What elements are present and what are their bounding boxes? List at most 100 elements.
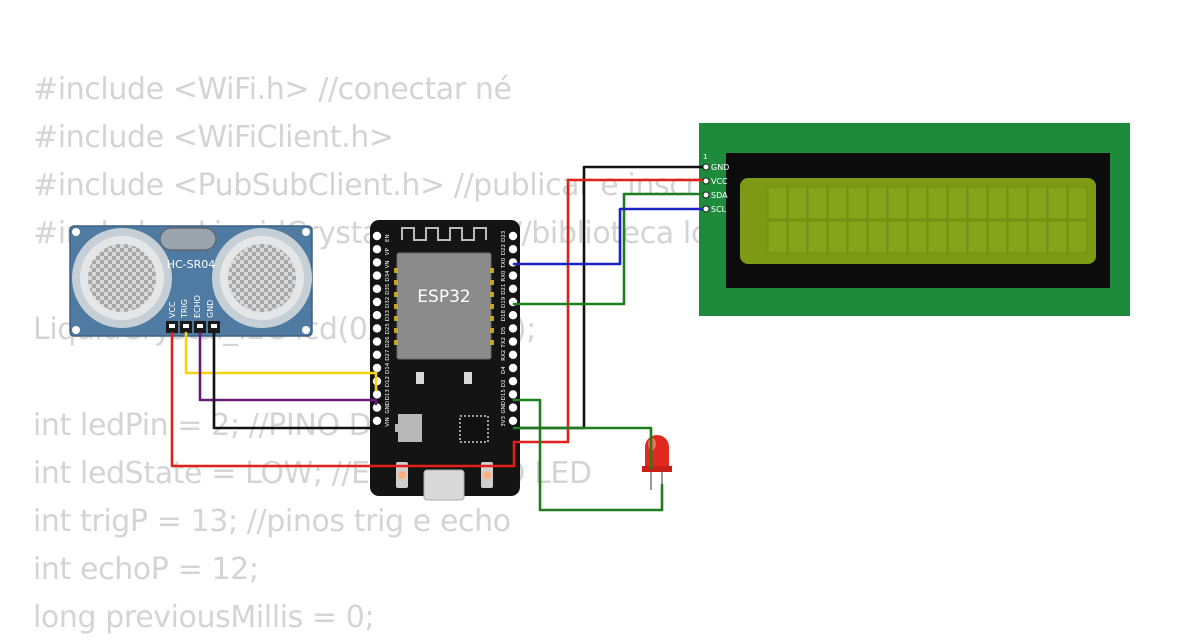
esp-right-pin-label: GND [501, 401, 507, 414]
esp-right-pin[interactable] [508, 337, 518, 346]
esp-right-pin[interactable] [508, 324, 518, 333]
lcd-char-cell [1047, 186, 1068, 220]
lcd-char-cell [787, 186, 808, 220]
wire-trig[interactable] [184, 331, 378, 392]
esp-right-pin[interactable] [508, 390, 518, 399]
module-pad [394, 268, 398, 273]
esp-left-pin[interactable] [372, 258, 382, 267]
esp-left-pin-label: D25 [385, 323, 391, 335]
esp-right-pin[interactable] [508, 350, 518, 359]
esp-right-pin-label: D21 [501, 284, 507, 295]
esp32-board[interactable]: ESP32 ENVPVND34D35D32D33D25D26D27D14D12D… [370, 220, 520, 501]
esp-right-pin-label: TX2 [501, 337, 507, 349]
esp-left-pin[interactable] [372, 245, 382, 254]
lcd-pin-scl[interactable] [702, 205, 710, 213]
lcd-char-cell [1007, 220, 1028, 254]
lcd-char-cell [1047, 220, 1068, 254]
red-led[interactable] [642, 435, 672, 490]
lcd-char-cell [907, 220, 928, 254]
lcd-char-cell [767, 220, 788, 254]
esp-left-pin-label: D14 [385, 362, 391, 374]
esp-left-pin[interactable] [372, 390, 382, 399]
esp-right-pin-label: D22 [501, 244, 507, 255]
esp-right-pin[interactable] [508, 403, 518, 412]
esp-left-pin[interactable] [372, 363, 382, 373]
esp-left-pin-label: VIN [385, 417, 391, 427]
esp-left-pin-label: D13 [385, 389, 391, 401]
esp-right-pin[interactable] [508, 377, 518, 386]
wire-lcd-vcc[interactable] [512, 178, 709, 444]
esp-right-pin[interactable] [508, 271, 518, 280]
module-pad [394, 280, 398, 285]
code-line: int trigP = 13; //pinos trig e echo [33, 504, 511, 539]
lcd-char-cell [927, 220, 948, 254]
esp-left-pin[interactable] [372, 416, 382, 425]
lcd-pin-gnd[interactable] [702, 163, 710, 171]
esp-right-pin-label: D15 [501, 389, 507, 401]
esp-right-pin-label: D19 [501, 296, 507, 308]
esp-right-pin-label: D4 [501, 366, 507, 374]
esp-right-pin[interactable] [508, 416, 518, 425]
lcd-display[interactable]: 1 GND VCC SDA SCL [699, 123, 1130, 316]
module-pad [394, 304, 398, 309]
esp-left-pin[interactable] [372, 231, 382, 241]
esp-left-pin-label: D27 [385, 349, 391, 361]
code-line: #include <PubSubClient.h> //publicar e i… [33, 168, 698, 203]
transducer-right [212, 228, 312, 328]
sensor-model-label: HC-SR04 [167, 258, 216, 271]
lcd-char-cell [807, 186, 828, 220]
esp-right-pin[interactable] [508, 231, 518, 241]
usb-port[interactable] [423, 469, 465, 501]
esp-left-pin-label: D34 [385, 270, 391, 282]
wire-lcd-scl[interactable] [512, 207, 709, 266]
lcd-char-cell [1027, 186, 1048, 220]
ultrasonic-sensor[interactable]: HC-SR04 VCC TRIG ECHO GND [69, 225, 313, 337]
usb-uart-chip [459, 415, 489, 443]
wire-led-cathode[interactable] [512, 426, 653, 470]
esp-right-pin[interactable] [508, 311, 518, 320]
lcd-char-cell [847, 220, 868, 254]
wire-led-anode[interactable] [512, 398, 664, 512]
wire-sensor-gnd[interactable] [212, 331, 378, 430]
lcd-char-cell [867, 186, 888, 220]
wire-lcd-sda[interactable] [512, 192, 709, 306]
lcd-char-cell [987, 186, 1008, 220]
lcd-char-cell [767, 186, 788, 220]
esp-right-pin[interactable] [508, 363, 518, 373]
esp-right-pin-label: D5 [501, 326, 507, 334]
lcd-char-cell [1027, 220, 1048, 254]
lcd-pin-sda[interactable] [702, 191, 710, 199]
lcd-char-cell [1067, 220, 1088, 254]
lcd-char-cell [787, 220, 808, 254]
esp-right-pin[interactable] [508, 284, 518, 293]
lcd-char-cell [947, 186, 968, 220]
sensor-pin-label: TRIG [180, 299, 189, 319]
esp-left-pin-label: VP [385, 247, 391, 255]
lcd-char-cell [887, 186, 908, 220]
module-pad [394, 292, 398, 297]
lcd-char-cell [827, 186, 848, 220]
wire-echo[interactable] [198, 331, 378, 406]
esp-left-pin[interactable] [372, 350, 382, 359]
module-pad [394, 340, 398, 345]
lcd-pin-label-gnd: GND [711, 163, 729, 172]
module-pad [490, 304, 494, 309]
esp-right-pin[interactable] [508, 245, 518, 254]
esp-left-pin[interactable] [372, 324, 382, 333]
esp-left-pin[interactable] [372, 284, 382, 293]
esp-left-pin[interactable] [372, 311, 382, 320]
lcd-pin-vcc[interactable] [702, 177, 710, 185]
esp-left-pin-label: D32 [385, 297, 391, 308]
esp-left-pin-label: D12 [385, 376, 391, 387]
esp-left-pin[interactable] [372, 271, 382, 280]
esp-left-pin[interactable] [372, 337, 382, 346]
wire-lcd-gnd[interactable] [512, 165, 709, 430]
wire-sensor-vcc[interactable] [170, 331, 516, 468]
esp-left-pin[interactable] [372, 297, 382, 307]
sensor-pin-label: ECHO [193, 295, 202, 318]
module-pad [394, 328, 398, 333]
module-pad [490, 280, 494, 285]
esp-right-pin-label: D18 [501, 309, 507, 321]
esp-left-pin[interactable] [372, 403, 382, 412]
esp-right-pin[interactable] [508, 258, 518, 267]
